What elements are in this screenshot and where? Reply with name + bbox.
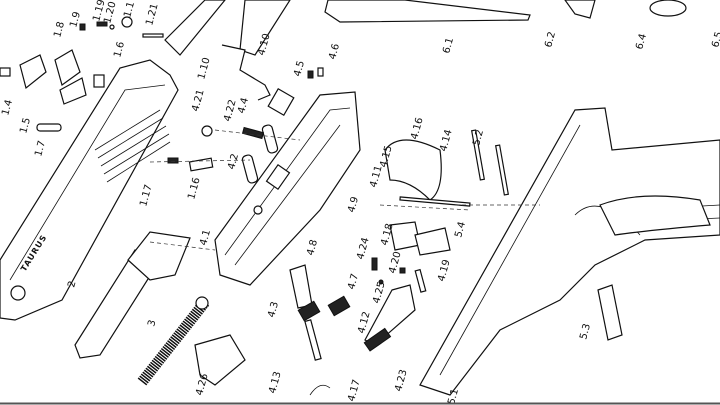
label-6-5: 6.5 <box>710 31 720 49</box>
fire-control-chassis <box>214 91 361 286</box>
label-4-4: 4.4 <box>236 97 251 115</box>
label-4-17: 4.17 <box>346 378 362 402</box>
label-1-16: 1.16 <box>186 176 202 200</box>
label-6-1: 6.1 <box>441 37 456 55</box>
recoil-spring <box>137 296 210 386</box>
label-1-7: 1.7 <box>33 140 48 158</box>
label-1-8: 1.8 <box>52 21 67 39</box>
label-4-1: 4.1 <box>198 229 213 247</box>
label-1-6: 1.6 <box>112 41 127 59</box>
guide-rod-part <box>164 0 226 56</box>
label-1-10: 1.10 <box>196 56 212 80</box>
label-3: 3 <box>146 319 158 328</box>
label-4-19: 4.19 <box>436 258 452 282</box>
label-4-2: 4.2 <box>226 153 241 171</box>
label-1-9: 1.9 <box>68 11 83 29</box>
grip-backstrap <box>324 0 531 23</box>
label-4-11: 4.11 <box>368 164 384 188</box>
magazine-release <box>564 0 596 19</box>
grip-insert <box>649 0 687 17</box>
slide: TAURUS <box>0 59 179 321</box>
frame <box>419 107 720 396</box>
label-1-5: 1.5 <box>18 117 33 135</box>
label-2: 2 <box>66 280 78 289</box>
slide-stop <box>239 0 291 56</box>
label-4-21: 4.21 <box>190 88 206 112</box>
label-1-21: 1.21 <box>144 2 160 26</box>
alignment-lines <box>149 129 540 251</box>
takedown-lever <box>221 44 271 101</box>
label-4-14: 4.14 <box>438 128 454 152</box>
label-4-13: 4.13 <box>267 370 283 394</box>
label-4-26: 4.26 <box>194 372 210 396</box>
label-5-2: 5.2 <box>471 129 486 147</box>
label-4-7: 4.7 <box>346 273 361 291</box>
label-4-6: 4.6 <box>327 43 342 61</box>
misc-parts <box>167 67 623 396</box>
label-5-4: 5.4 <box>453 221 468 239</box>
label-4-8: 4.8 <box>305 239 320 257</box>
label-4-24: 4.24 <box>355 236 371 260</box>
label-1-17: 1.17 <box>138 183 154 207</box>
label-4-23: 4.23 <box>393 368 409 392</box>
label-4-5: 4.5 <box>292 60 307 78</box>
label-1-4: 1.4 <box>0 99 15 117</box>
label-5-1: 5.1 <box>446 388 461 405</box>
label-4-25: 4.25 <box>371 280 387 304</box>
label-5-3: 5.3 <box>578 323 593 341</box>
label-4-3: 4.3 <box>266 301 281 319</box>
label-4-9: 4.9 <box>346 196 361 214</box>
slide-small-parts <box>0 16 164 132</box>
barrel <box>74 231 191 359</box>
label-6-4: 6.4 <box>634 33 649 51</box>
label-6-2: 6.2 <box>543 31 558 49</box>
label-1-1: 1.1 <box>122 1 137 19</box>
label-4-16: 4.16 <box>409 116 425 140</box>
